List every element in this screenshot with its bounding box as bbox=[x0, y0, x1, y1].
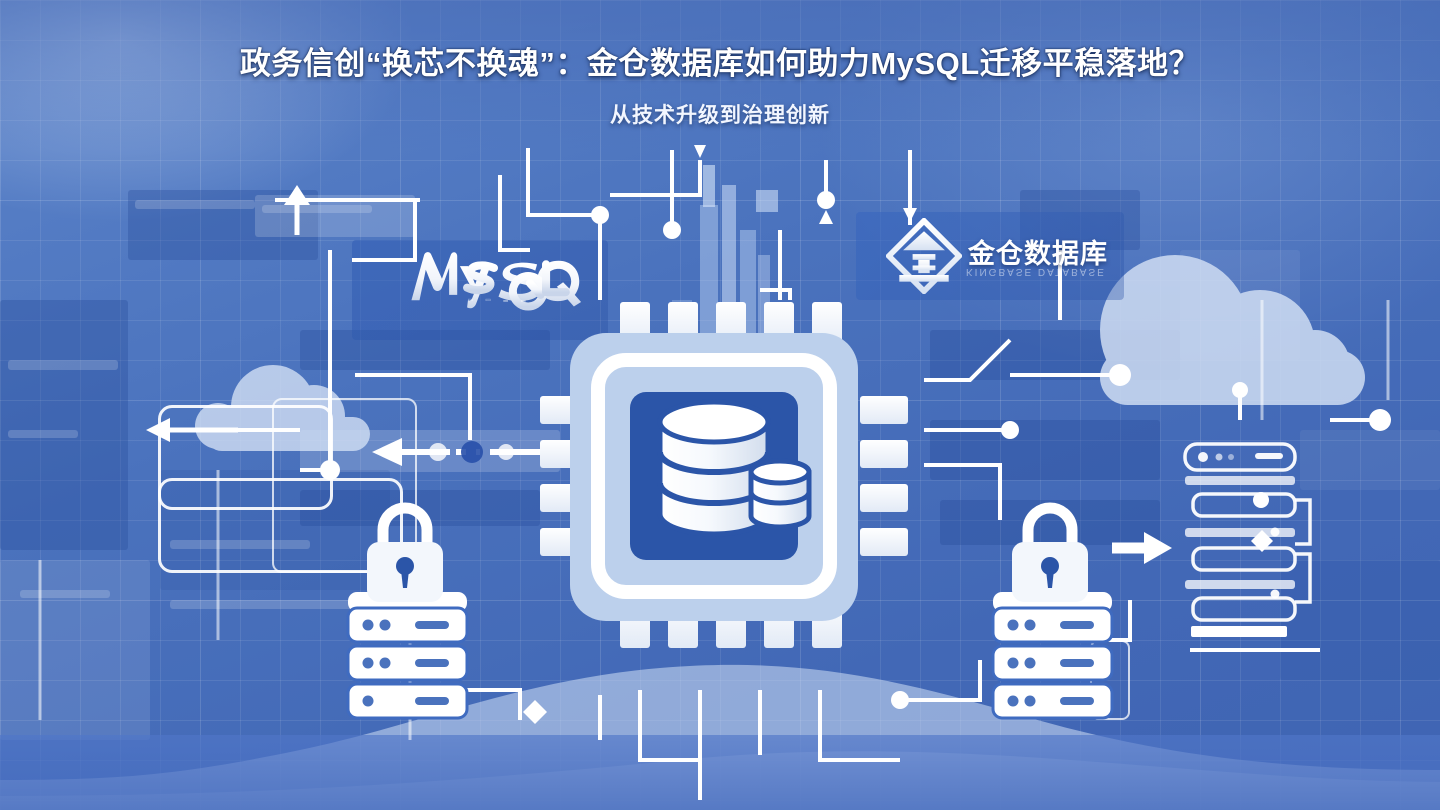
flow-arrow-left-icon bbox=[146, 418, 238, 442]
bottom-band bbox=[0, 735, 1440, 810]
page-title: 政务信创“换芯不换魂”：金仓数据库如何助力MySQL迁移平稳落地？ bbox=[239, 46, 1201, 81]
server-stack-left-icon bbox=[346, 592, 469, 720]
flow-arrow-up-left-icon bbox=[284, 185, 310, 235]
padlock-left-icon bbox=[367, 502, 443, 602]
kingbase-diamond-mark-icon bbox=[886, 218, 962, 294]
kingbase-plate bbox=[856, 212, 1124, 300]
kingbase-wordmark: 金仓数据库 bbox=[968, 239, 1108, 269]
header-bar: 政务信创“换芯不换魂”：金仓数据库如何助力MySQL迁移平稳落地？ 从技术升级到… bbox=[0, 0, 1440, 150]
padlock-right-icon bbox=[1012, 502, 1088, 602]
mysql-logo-icon bbox=[411, 252, 582, 311]
server-stack-right-icon bbox=[991, 592, 1114, 720]
database-chip-icon bbox=[540, 302, 908, 648]
flow-arrow-left-mid-icon bbox=[372, 438, 550, 466]
kingbase-subtext: KINGBASE DATABASE bbox=[966, 266, 1106, 277]
mysql-decor-dashes: ▭ ▭ ▬ ▬ bbox=[468, 296, 530, 305]
server-rack-icon bbox=[1183, 442, 1312, 637]
flow-box-outer bbox=[272, 398, 417, 573]
page-subtitle: 从技术升级到治理创新 bbox=[610, 104, 830, 127]
arrow-right-icon bbox=[1112, 532, 1172, 564]
